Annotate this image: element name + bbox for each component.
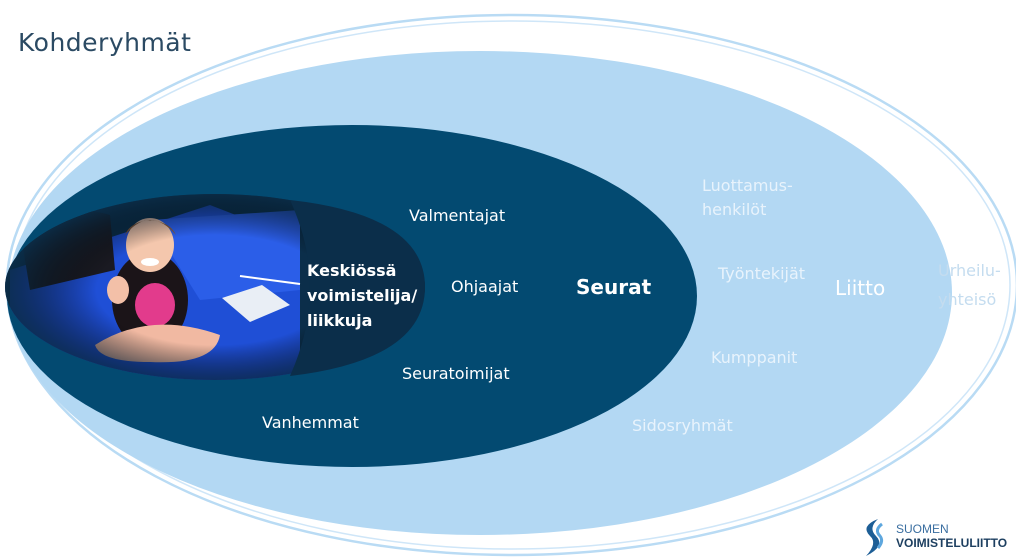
logo-text-line2: VOIMISTELULIITTO [896,536,1008,550]
label-luottamus-1: Luottamus- [702,176,793,195]
logo-text-line1: SUOMEN [896,522,949,536]
suomen-voimisteluliitto-logo: SUOMEN VOIMISTELULIITTO [848,516,1016,558]
label-urheiluyhteiso-1: Urheilu- [938,261,1001,280]
swoosh-logo-icon [866,519,884,556]
center-label-2: voimistelija/ [307,286,418,305]
label-ohjaajat: Ohjaajat [451,277,519,296]
label-sidosryhmat: Sidosryhmät [632,416,733,435]
center-label-1: Keskiössä [307,261,397,280]
label-valmentajat: Valmentajat [409,206,506,225]
label-vanhemmat: Vanhemmat [262,413,359,432]
label-seuratoimijat: Seuratoimijat [402,364,510,383]
label-luottamus-2: henkilöt [702,200,767,219]
label-seurat: Seurat [576,275,652,299]
label-urheiluyhteiso-2: yhteisö [938,290,997,309]
label-kumppanit: Kumppanit [711,348,798,367]
label-liitto: Liitto [835,276,886,300]
center-label-3: liikkuja [307,311,373,330]
center-ellipse [290,200,425,376]
label-tyontekijat: Työntekijät [718,264,806,283]
page-title: Kohderyhmät [18,28,192,57]
